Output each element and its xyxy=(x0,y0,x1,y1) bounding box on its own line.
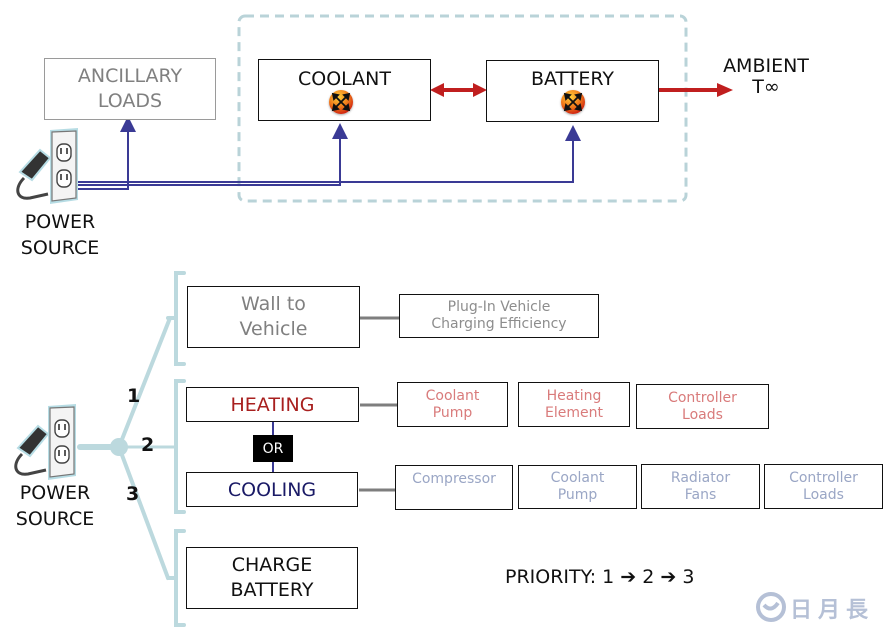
power-line-ancillary xyxy=(78,116,136,190)
sub-connectors xyxy=(359,316,399,492)
or-badge: OR xyxy=(253,435,293,462)
system-boundary xyxy=(237,14,688,203)
power-outlet-plug-icon xyxy=(14,404,76,480)
ambient-label: AMBIENT T∞ xyxy=(706,55,826,99)
load-label-1: Controller xyxy=(668,389,737,406)
ancillary-loads-box: ANCILLARY LOADS xyxy=(44,58,216,120)
load-label-2: Loads xyxy=(682,406,723,423)
priority-label: PRIORITY: 1 ➔ 2 ➔ 3 xyxy=(505,566,695,588)
load-label-2: Pump xyxy=(432,404,473,421)
charge-battery-label-1: CHARGE xyxy=(231,554,313,577)
cooling-load-radiator-fans: Radiator Fans xyxy=(641,464,760,509)
heating-label: HEATING xyxy=(230,393,315,416)
power-line-coolant xyxy=(78,123,348,186)
load-label-1: Controller xyxy=(789,469,858,486)
power-source-label-2: SOURCE xyxy=(15,507,95,530)
plugin-efficiency-label-1: Plug-In Vehicle xyxy=(447,299,551,316)
power-lines xyxy=(78,116,581,190)
cooling-label: COOLING xyxy=(227,478,317,501)
branch-node xyxy=(110,438,128,456)
cooling-box: COOLING xyxy=(186,472,358,507)
heat-exchange-arrow xyxy=(430,83,487,97)
heat-exchange-icon xyxy=(561,90,585,114)
heating-load-controller-loads: Controller Loads xyxy=(636,384,769,429)
watermark-logo-icon xyxy=(756,592,786,622)
load-label-1: Heating xyxy=(546,387,602,404)
power-line-battery xyxy=(78,125,581,183)
heat-exchange-icon xyxy=(329,90,353,114)
branch-tree xyxy=(77,271,186,627)
heating-load-coolant-pump: Coolant Pump xyxy=(397,382,508,427)
charge-battery-label-2: BATTERY xyxy=(230,579,314,601)
load-label-2: Element xyxy=(545,404,603,421)
load-label-1: Radiator xyxy=(670,469,731,486)
load-label-2: Pump xyxy=(557,487,598,503)
power-source-label: POWER SOURCE xyxy=(0,210,120,261)
plugin-efficiency-label-2: Charging Efficiency xyxy=(431,316,567,332)
coolant-box: COOLANT xyxy=(258,59,431,121)
heating-box: HEATING xyxy=(186,387,359,422)
watermark-text: 日月長 xyxy=(790,598,875,623)
power-source-label: POWER SOURCE xyxy=(0,481,115,532)
ancillary-loads-label-1: ANCILLARY xyxy=(77,65,183,88)
load-label-2: Loads xyxy=(803,486,844,503)
ambient-heat-arrow xyxy=(659,83,733,97)
ambient-label-1: AMBIENT xyxy=(723,55,809,77)
branch-number-1: 1 xyxy=(127,385,141,407)
load-label-1: Compressor xyxy=(412,471,496,487)
cooling-load-controller-loads: Controller Loads xyxy=(764,464,883,509)
load-label-1: Coolant xyxy=(425,387,480,404)
load-label-2: Fans xyxy=(684,486,717,503)
power-source-label-1: POWER xyxy=(19,482,91,504)
power-source-label-1: POWER xyxy=(24,211,96,233)
wall-to-vehicle-label-2: Vehicle xyxy=(239,318,308,340)
charge-battery-box: CHARGE BATTERY xyxy=(186,547,358,609)
heating-load-heating-element: Heating Element xyxy=(518,382,630,427)
battery-label: BATTERY xyxy=(530,68,615,90)
power-source-label-2: SOURCE xyxy=(20,236,100,259)
ambient-label-2: T∞ xyxy=(752,76,780,99)
plugin-efficiency-box: Plug-In Vehicle Charging Efficiency xyxy=(399,294,599,338)
branch-number-3: 3 xyxy=(126,483,140,505)
branch-number-2: 2 xyxy=(141,434,155,456)
power-outlet-plug-icon xyxy=(16,128,78,204)
coolant-label: COOLANT xyxy=(297,68,391,90)
cooling-load-compressor: Compressor xyxy=(395,465,513,510)
cooling-load-coolant-pump: Coolant Pump xyxy=(518,465,637,509)
wall-to-vehicle-label-1: Wall to xyxy=(241,293,306,316)
load-label-1: Coolant xyxy=(550,470,605,487)
ancillary-loads-label-2: LOADS xyxy=(97,90,163,112)
wall-to-vehicle-box: Wall to Vehicle xyxy=(187,286,360,348)
